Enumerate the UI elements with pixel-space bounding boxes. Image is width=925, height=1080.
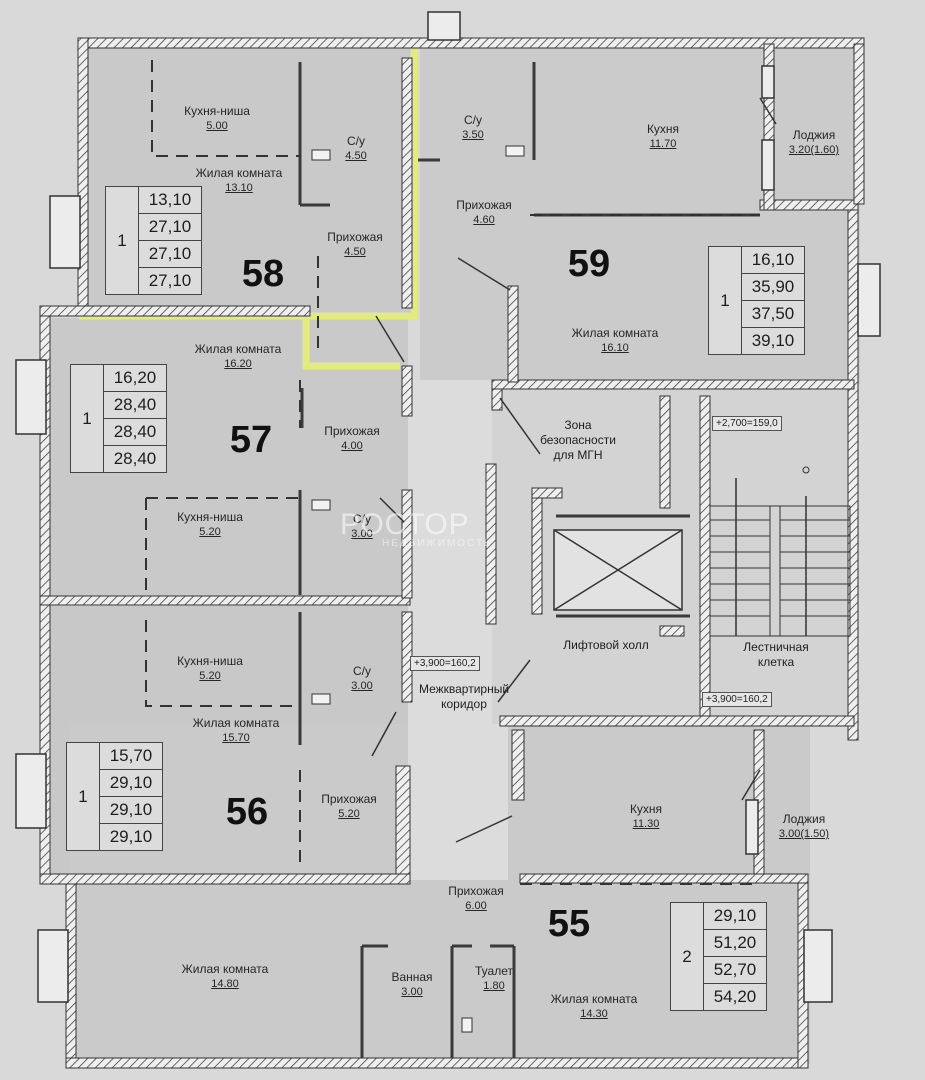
apt55-area-value: 54,20 <box>713 987 757 1006</box>
corridor-floor <box>408 380 508 880</box>
apt57-area-value: 28,40 <box>104 419 166 446</box>
apt57-rooms-count: 1 <box>71 365 104 472</box>
staircase <box>709 466 851 637</box>
apt59-area-value: 16,10 <box>742 247 804 274</box>
apt57-area-value: 28,40 <box>113 449 157 468</box>
apt57-number: 57 <box>229 419 273 461</box>
interior-walls <box>298 62 760 1058</box>
apt56-area-value: 15,70 <box>100 743 162 770</box>
lift-hall-label: Лифтовой холл <box>563 638 649 652</box>
apt57-area-value: 28,40 <box>104 392 166 419</box>
outer-walls <box>39 37 865 1069</box>
apt59-rooms-count: 1 <box>709 247 742 354</box>
apt59-area-table: 1 16,10 35,90 37,50 39,10 <box>708 246 805 355</box>
apt58-area-table: 1 13,10 27,10 27,10 27,10 <box>105 186 202 295</box>
apt57-area-table: 1 16,20 28,40 28,40 28,40 <box>70 364 167 473</box>
level-mark: +3,900=160,2 <box>702 692 772 707</box>
door-swings <box>371 97 777 843</box>
watermark-logo: РОСТОР НЕДВИЖИМОСТЬ <box>340 508 493 549</box>
corridor-label: Межквартирный коридор <box>418 682 510 711</box>
apt58-area-value: 27,10 <box>139 214 201 241</box>
apt56-area-value: 29,10 <box>109 827 153 846</box>
apt55-area-value: 29,10 <box>704 903 766 930</box>
apt55-number: 55 <box>547 903 591 945</box>
elevator-shaft <box>553 529 683 611</box>
windows <box>15 11 881 1003</box>
apt58-area-value: 27,10 <box>139 241 201 268</box>
apt59-area-value: 39,10 <box>751 331 795 350</box>
kitchen-niche-outlines <box>145 60 760 885</box>
apt59-area-value: 35,90 <box>742 274 804 301</box>
apt57-area-value: 16,20 <box>104 365 166 392</box>
apt55-area-table: 2 29,10 51,20 52,70 54,20 <box>670 902 767 1011</box>
apt59-number: 59 <box>567 243 611 285</box>
level-mark: +2,700=159,0 <box>712 416 782 431</box>
apt58-area-value: 13,10 <box>139 187 201 214</box>
apt58-number: 58 <box>241 253 285 295</box>
apt55-area-value: 51,20 <box>704 930 766 957</box>
apt55-area-value: 52,70 <box>704 957 766 984</box>
level-mark: +3,900=160,2 <box>410 656 480 671</box>
apt56-area-value: 29,10 <box>100 797 162 824</box>
apt56-number: 56 <box>225 791 269 833</box>
apt55-rooms-count: 2 <box>671 903 704 1010</box>
safety-zone-label: Зона безопасности для МГН <box>540 418 616 462</box>
apt56-rooms-count: 1 <box>67 743 100 850</box>
sanitary-fixtures <box>311 145 525 1033</box>
apt58-rooms-count: 1 <box>106 187 139 294</box>
apt58-area-value: 27,10 <box>148 271 192 290</box>
apt59-area-value: 37,50 <box>742 301 804 328</box>
staircase-label: Лестничная клетка <box>743 640 809 669</box>
apt56-area-table: 1 15,70 29,10 29,10 29,10 <box>66 742 163 851</box>
apt56-area-value: 29,10 <box>100 770 162 797</box>
